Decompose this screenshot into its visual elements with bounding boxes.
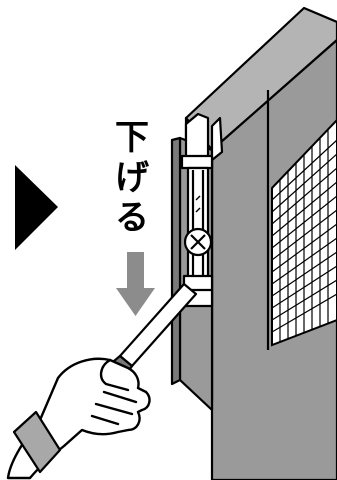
- down-arrow-icon: [116, 252, 155, 316]
- right-triangle-icon: [15, 165, 58, 250]
- screen-mesh: [271, 118, 337, 347]
- instruction-char-3: る: [115, 198, 149, 238]
- instruction-lower-label: 下 げ る: [112, 118, 152, 238]
- cuff-band: [12, 410, 62, 474]
- instruction-char-1: 下: [115, 118, 149, 158]
- instruction-char-2: げ: [115, 158, 149, 198]
- phillips-screw-icon: [183, 227, 213, 257]
